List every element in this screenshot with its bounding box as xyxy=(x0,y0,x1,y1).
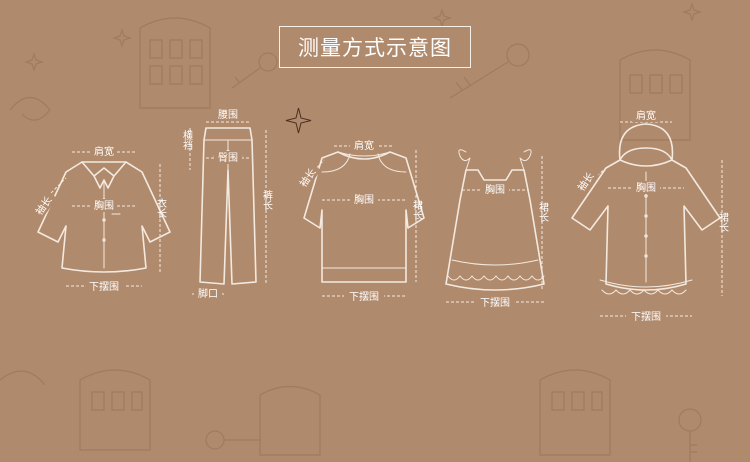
slip-dress-diagram: 胸围 裙长 下摆围 xyxy=(445,149,549,309)
decorative-building-icon xyxy=(619,49,691,141)
slip-dress-outline xyxy=(445,169,545,291)
pants-length-label: 裤长 xyxy=(261,189,273,210)
shirt-hem-label: 下摆围 xyxy=(89,280,119,293)
hooded-dress-diagram: 肩宽 胸围 袖长 裙长 下摆围 xyxy=(571,109,729,323)
decorative-star-icon xyxy=(24,2,702,72)
decorative-building-icon xyxy=(539,369,611,456)
hooded-dress-outline xyxy=(571,159,721,291)
shirt-shoulder-label: 肩宽 xyxy=(94,145,114,158)
decorative-key-icon xyxy=(678,408,702,462)
slip-dress-hem-label: 下摆围 xyxy=(480,296,510,309)
decorative-building-icon xyxy=(139,17,211,109)
pants-diagram: 腰围 横裆 臀围 裤长 脚口 xyxy=(181,108,273,300)
decorative-building-icon xyxy=(79,369,151,451)
shirt-diagram: 肩宽 胸围 袖长 衣长 下摆围 xyxy=(30,145,171,293)
slip-dress-chest-label: 胸围 xyxy=(485,183,505,196)
decorative-building-icon xyxy=(259,386,321,456)
slip-dress-length-label: 裙长 xyxy=(537,201,549,222)
hood-outline xyxy=(618,123,674,161)
page-title: 测量方式示意图 xyxy=(279,26,471,68)
tshirt-dress-outline xyxy=(303,151,425,283)
decorative-star-icon xyxy=(285,107,312,134)
decorative-swirl-icon xyxy=(0,96,51,386)
pants-rise-label: 横裆 xyxy=(181,129,193,151)
hooded-dress-length-label: 裙长 xyxy=(717,211,729,232)
tshirt-dress-hem-label: 下摆围 xyxy=(349,290,379,303)
decorative-key-icon xyxy=(449,43,530,99)
pants-leg-opening-label: 脚口 xyxy=(198,287,218,300)
hooded-dress-hem-label: 下摆围 xyxy=(631,310,661,323)
shirt-outline xyxy=(37,161,171,273)
pants-hip-label: 臀围 xyxy=(218,152,238,164)
shirt-length-label: 衣长 xyxy=(155,197,167,218)
tshirt-dress-length-label: 裙长 xyxy=(411,199,423,220)
tshirt-dress-shoulder-label: 肩宽 xyxy=(354,139,374,152)
tshirt-dress-diagram: 肩宽 胸围 袖长 裙长 下摆围 xyxy=(294,139,425,303)
tshirt-dress-chest-label: 胸围 xyxy=(354,193,374,206)
pants-outline xyxy=(199,127,257,285)
pants-waist-label: 腰围 xyxy=(218,109,238,121)
decorative-key-icon xyxy=(205,430,260,450)
hooded-dress-shoulder-label: 肩宽 xyxy=(636,109,656,122)
decorative-key-icon xyxy=(231,52,278,89)
shirt-chest-label: 胸围 xyxy=(94,199,114,212)
hooded-dress-chest-label: 胸围 xyxy=(636,181,656,194)
